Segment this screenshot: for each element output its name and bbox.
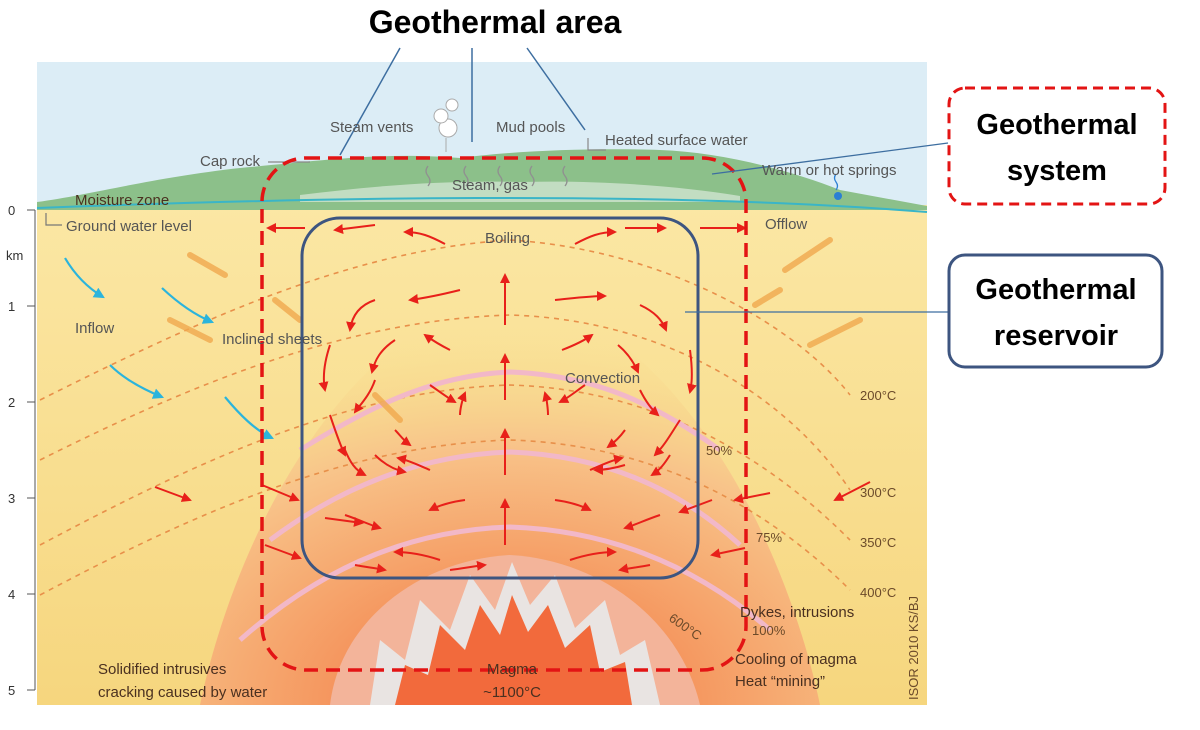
label-steam-vents: Steam vents — [330, 119, 413, 136]
depth-tick-1: 1 — [8, 299, 15, 314]
convection-arrows — [154, 223, 871, 574]
label-inclined-sheets: Inclined sheets — [222, 331, 322, 348]
reservoir-callout-line1: Geothermal — [975, 274, 1136, 306]
heat-plume — [200, 290, 820, 705]
steam-vent-plume — [433, 98, 459, 152]
reservoir-callout-line2: reservoir — [994, 320, 1118, 352]
system-callout-line1: Geothermal — [976, 109, 1137, 141]
label-convection: Convection — [565, 370, 640, 387]
system-outline — [260, 156, 748, 672]
depth-tick-5: 5 — [8, 683, 15, 698]
groundwater-pointer — [45, 213, 62, 226]
label-warm-hot-springs: Warm or hot springs — [762, 162, 896, 179]
title-leader-lines — [339, 47, 586, 156]
system-leader-line — [711, 142, 949, 175]
spring-icon — [833, 173, 842, 200]
label-cooling-1: Cooling of magma — [735, 651, 857, 668]
label-pct-75: 75% — [756, 530, 782, 545]
reservoir-callout-box — [947, 253, 1164, 369]
label-inflow: Inflow — [75, 320, 114, 337]
heated-water-bracket — [587, 138, 606, 151]
label-pct-100: 100% — [752, 623, 786, 638]
label-magma-temp: ~1100°C — [483, 684, 541, 701]
temp-300: 300°C — [860, 485, 896, 500]
steam-wisps — [425, 165, 568, 187]
label-heated-surface-water: Heated surface water — [605, 132, 748, 149]
ground-water-line — [36, 196, 928, 213]
label-solidified-1: Solidified intrusives — [98, 661, 226, 678]
depth-tick-3: 3 — [8, 491, 15, 506]
label-ground-water-level: Ground water level — [66, 218, 192, 235]
depth-tick-4: 4 — [8, 587, 15, 602]
depth-axis: 0 km 1 2 3 4 5 — [6, 203, 36, 698]
page-title: Geothermal area — [369, 4, 622, 40]
temp-350: 350°C — [860, 535, 896, 550]
reservoir-outline — [300, 216, 700, 580]
label-offlow: Offlow — [765, 216, 807, 233]
label-dykes: Dykes, intrusions — [740, 604, 854, 621]
system-callout-box — [947, 86, 1167, 206]
system-callout-line2: system — [1007, 155, 1107, 187]
label-mud-pools: Mud pools — [496, 119, 565, 136]
isotherms — [39, 239, 851, 596]
depth-tick-0: 0 — [8, 203, 15, 218]
temp-200: 200°C — [860, 388, 896, 403]
label-pct-50: 50% — [706, 443, 732, 458]
depth-tick-2: 2 — [8, 395, 15, 410]
label-cooling-2: Heat “mining” — [735, 673, 825, 690]
label-boiling: Boiling — [485, 230, 530, 247]
label-moisture-zone: Moisture zone — [75, 192, 169, 209]
magma-core — [395, 595, 632, 705]
label-cap-rock: Cap rock — [200, 153, 261, 170]
steam-gas-zone — [300, 181, 740, 202]
label-steam-gas: Steam, gas — [452, 177, 528, 194]
label-magma: Magma — [487, 661, 538, 678]
temp-400: 400°C — [860, 585, 896, 600]
depth-unit: km — [6, 248, 23, 263]
inflow-arrows — [64, 257, 274, 440]
label-credit: ISOR 2010 KS/BJ — [906, 596, 921, 700]
label-solidified-2: cracking caused by water — [98, 684, 267, 701]
inclined-sheets — [167, 237, 863, 423]
